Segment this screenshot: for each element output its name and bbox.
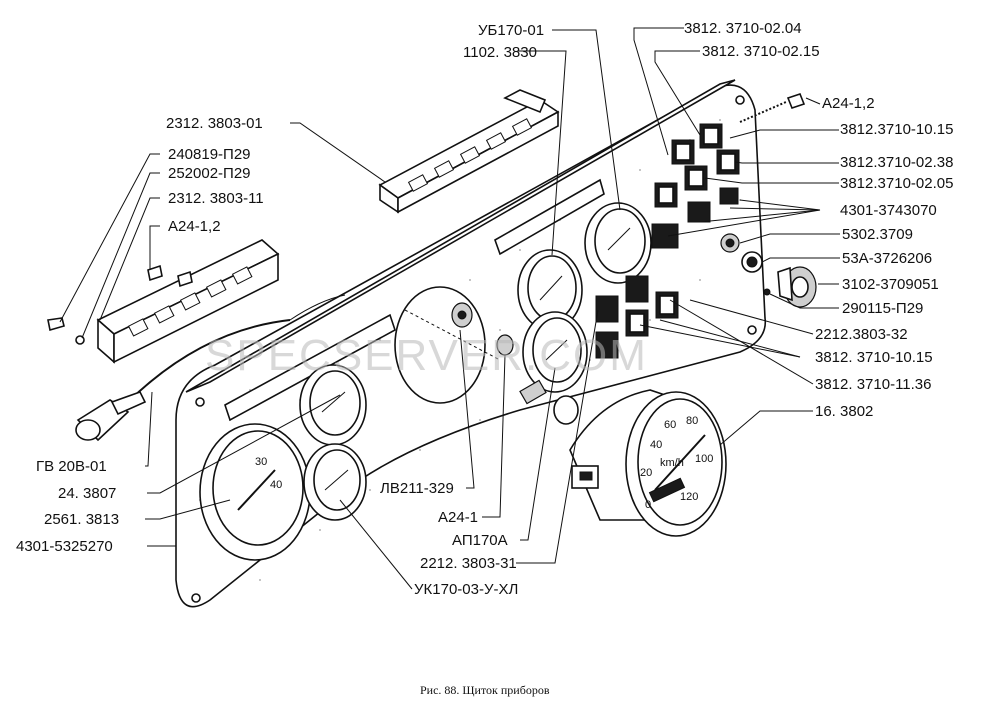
- label-a24-left: А24-1,2: [168, 218, 221, 235]
- label-53a-3726206: 53А-3726206: [842, 250, 932, 267]
- label-24-3807: 24. 3807: [58, 485, 116, 502]
- label-lv211-329: ЛВ211-329: [380, 480, 454, 497]
- switch-block-2312-11: [96, 239, 280, 364]
- speedo-scale-20: 20: [640, 467, 652, 479]
- label-3812-3710-10-15a: 3812.3710-10.15: [840, 121, 953, 138]
- label-2312-3803-11: 2312. 3803-11: [168, 190, 264, 207]
- lamp-lv211-icon: [404, 302, 501, 361]
- label-3812-3710-02-15: 3812. 3710-02.15: [702, 43, 820, 60]
- label-252002-p29: 252002-П29: [168, 165, 251, 182]
- label-240819-p29: 240819-П29: [168, 146, 251, 163]
- screw-290115-icon: [763, 288, 771, 296]
- speedo-scale-40: 40: [650, 439, 662, 451]
- label-3812-3710-02-38: 3812.3710-02.38: [840, 154, 953, 171]
- label-a24-1: А24-1: [438, 509, 478, 526]
- knob-3102-icon: [777, 266, 817, 308]
- speedo-scale-100: 100: [695, 453, 713, 465]
- label-4301-3743070: 4301-3743070: [840, 202, 937, 219]
- gauge-ub170: [584, 202, 652, 284]
- label-2312-3803-01: 2312. 3803-01: [166, 115, 263, 132]
- speedometer-cable-gv20: [75, 294, 346, 442]
- label-ap170a: АП170А: [452, 532, 508, 549]
- button-5302-icon: [720, 233, 740, 253]
- label-290115-p29: 290115-П29: [842, 300, 923, 317]
- label-2212-3803-32: 2212.3803-32: [815, 326, 908, 343]
- svg-text:40: 40: [270, 479, 282, 491]
- tachometer-gauge: 30 40: [199, 423, 311, 561]
- label-uk170-03: УК170-03-У-ХЛ: [414, 581, 518, 598]
- label-3812-3710-02-05: 3812.3710-02.05: [840, 175, 953, 192]
- labels: УБ170-01 1102. 3830 3812. 3710-02.04 381…: [16, 20, 953, 598]
- speedo-scale-0: 0: [645, 499, 651, 511]
- gauge-uk170: [303, 443, 367, 521]
- connector-2212-31-icon: [519, 379, 579, 425]
- leader-lines: [59, 27, 840, 590]
- label-gv-20v-01: ГВ 20В-01: [36, 458, 107, 475]
- label-16-3802: 16. 3802: [815, 403, 873, 420]
- figure-caption: Рис. 88. Щиток приборов: [420, 683, 550, 697]
- label-3812-3710-11-36: 3812. 3710-11.36: [815, 376, 932, 393]
- socket-53a-icon: [741, 251, 763, 273]
- label-3812-3710-10-15b: 3812. 3710-10.15: [815, 349, 933, 366]
- speedo-scale-120: 120: [680, 491, 698, 503]
- label-ub170: УБ170-01: [478, 22, 544, 39]
- switch-block-2312-01: [378, 89, 560, 214]
- gauge-24-3807: [299, 364, 367, 446]
- screw-240819-icon: [47, 317, 85, 345]
- fuse-a24-left-icon: [147, 264, 193, 288]
- speedo-scale-80: 80: [686, 415, 698, 427]
- svg-text:30: 30: [255, 456, 267, 468]
- switch-group-top: [651, 123, 740, 249]
- gauge-ap170a: [522, 311, 588, 393]
- speedo-unit: km/h: [660, 457, 684, 469]
- label-1102-3830: 1102. 3830: [463, 44, 537, 61]
- label-3812-3710-02-04: 3812. 3710-02.04: [684, 20, 802, 37]
- label-2212-3803-31: 2212. 3803-31: [420, 555, 517, 572]
- label-3102-3709051: 3102-3709051: [842, 276, 939, 293]
- label-a24-top: А24-1,2: [822, 95, 875, 112]
- speedo-scale-60: 60: [664, 419, 676, 431]
- speedometer-16-3802: [569, 389, 727, 537]
- gauge-1102-3830: [517, 249, 583, 331]
- fuse-a24-top-icon: [739, 93, 806, 123]
- label-5302-3709: 5302.3709: [842, 226, 913, 243]
- watermark: SPECSERVER.COM: [205, 331, 648, 380]
- label-2561-3813: 2561. 3813: [44, 511, 119, 528]
- label-4301-5325270: 4301-5325270: [16, 538, 113, 555]
